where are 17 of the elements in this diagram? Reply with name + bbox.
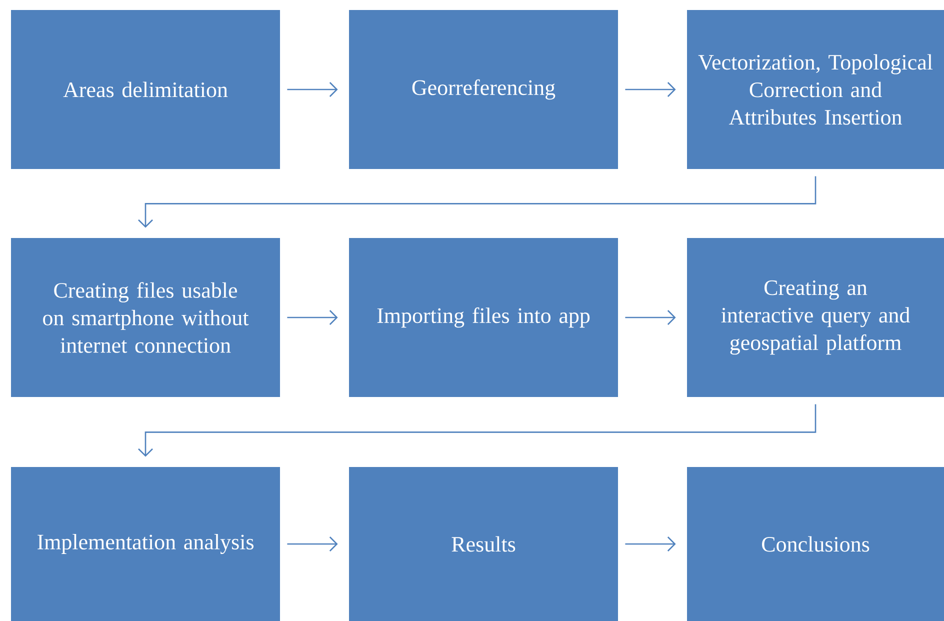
process-box: Areas delimitation: [11, 10, 280, 169]
arrow: [625, 82, 676, 97]
process-box: Creating an interactive query and geospatial platform: [687, 238, 944, 397]
process-box: Creating files usable on smartphone without internet connection: [11, 238, 280, 397]
arrow: [138, 404, 816, 457]
arrow: [287, 310, 338, 325]
process-box: Results: [349, 467, 618, 621]
process-box: Importing files into app: [349, 238, 618, 397]
arrow: [287, 82, 338, 97]
process-box: Conclusions: [687, 467, 944, 621]
arrow: [625, 536, 676, 552]
arrow: [138, 176, 816, 228]
process-box: Georreferencing: [349, 10, 618, 169]
process-box: Vectorization, Topological Correction and Attributes Insertion: [687, 10, 944, 169]
arrow: [625, 310, 676, 325]
arrow: [287, 536, 338, 552]
process-box: Implementation analysis: [11, 467, 280, 621]
